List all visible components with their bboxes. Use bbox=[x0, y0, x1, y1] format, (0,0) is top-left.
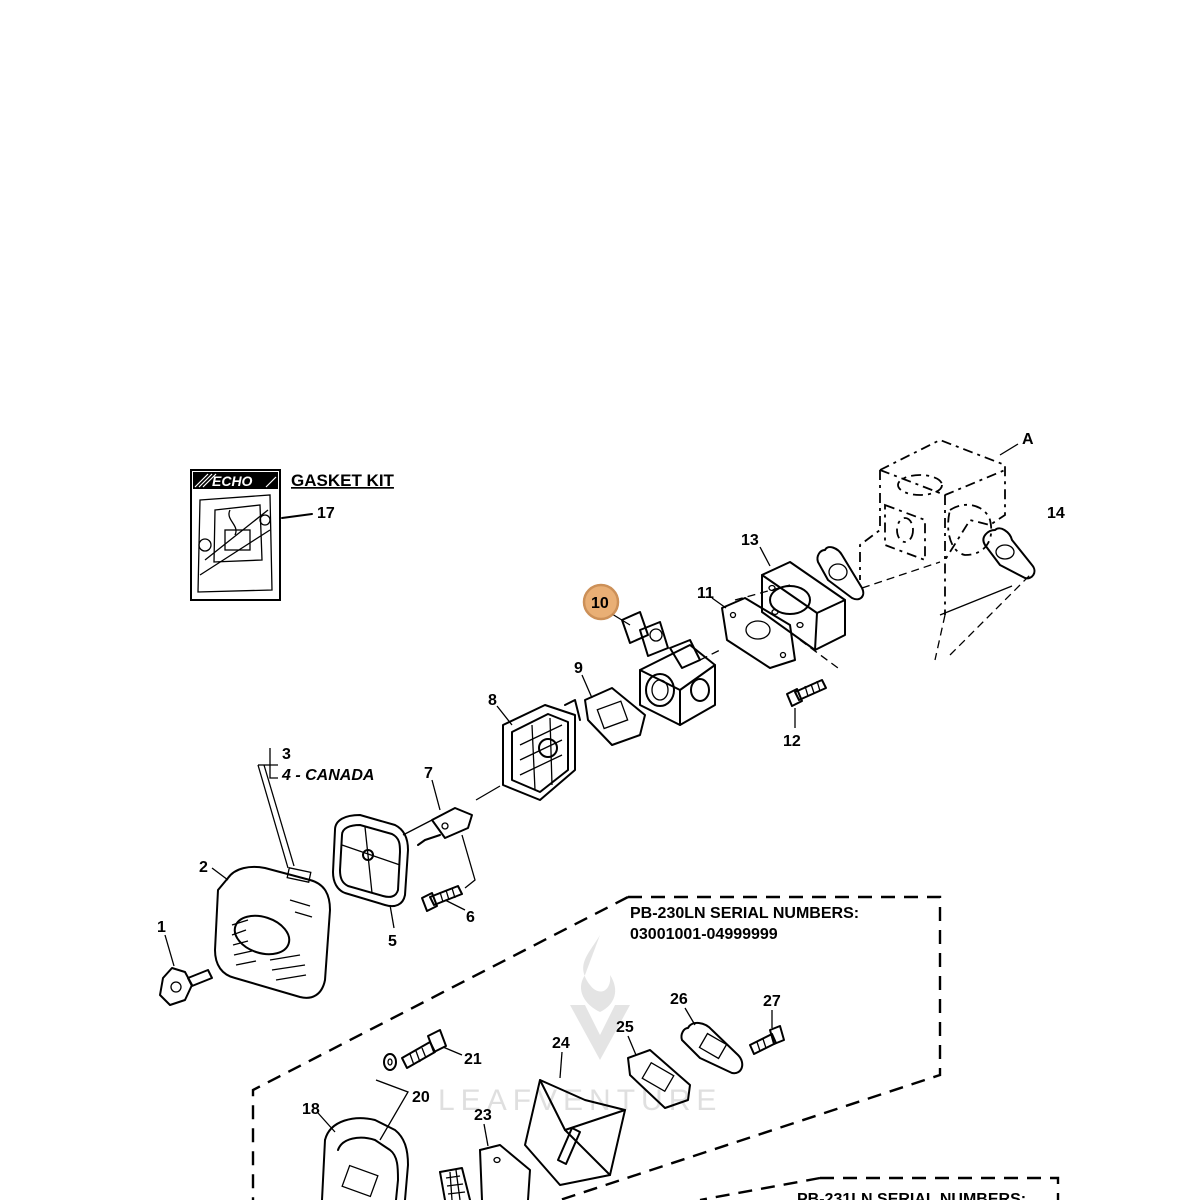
highlight-marker-10[interactable]: 10 bbox=[582, 583, 620, 621]
alignment-lines bbox=[699, 561, 1031, 669]
washer-20[interactable] bbox=[383, 1053, 397, 1071]
leader-7 bbox=[431, 779, 441, 811]
muffler-gasket-14[interactable] bbox=[982, 527, 1036, 580]
muffler-13[interactable] bbox=[761, 561, 846, 651]
bolt-21[interactable] bbox=[401, 1029, 447, 1069]
leader-10 bbox=[611, 613, 631, 626]
gasket-26[interactable] bbox=[680, 1022, 744, 1075]
leader-9 bbox=[581, 674, 593, 699]
label-7[interactable]: 7 bbox=[424, 765, 433, 782]
knob-1[interactable] bbox=[159, 967, 213, 1006]
label-1[interactable]: 1 bbox=[157, 919, 166, 936]
bolt-12[interactable] bbox=[786, 679, 827, 707]
label-4-canada[interactable]: 4 - CANADA bbox=[281, 767, 374, 784]
spark-arrestor-screen[interactable] bbox=[439, 1167, 471, 1200]
insulator-gasket-9[interactable] bbox=[584, 687, 646, 746]
label-3[interactable]: 3 bbox=[282, 746, 291, 763]
air-cleaner-case-8[interactable] bbox=[502, 699, 581, 801]
gasket-kit-contents-icon bbox=[197, 494, 273, 593]
air-filter-element-5[interactable] bbox=[332, 814, 409, 908]
gasket-kit-box[interactable]: ECHO bbox=[190, 469, 281, 601]
leader-5 bbox=[389, 904, 395, 929]
label-12[interactable]: 12 bbox=[783, 733, 801, 750]
label-23[interactable]: 23 bbox=[474, 1107, 492, 1124]
leader-20 bbox=[375, 1079, 409, 1141]
gasket-25[interactable] bbox=[627, 1049, 691, 1109]
leader-26 bbox=[684, 1007, 696, 1026]
leader-6 bbox=[444, 899, 466, 911]
label-8[interactable]: 8 bbox=[488, 692, 497, 709]
label-18[interactable]: 18 bbox=[302, 1101, 320, 1118]
leader-18 bbox=[317, 1112, 336, 1133]
label-a[interactable]: A bbox=[1022, 431, 1034, 448]
label-20[interactable]: 20 bbox=[412, 1089, 430, 1106]
label-25[interactable]: 25 bbox=[616, 1019, 634, 1036]
label-10: 10 bbox=[591, 595, 609, 612]
leader-25 bbox=[627, 1035, 637, 1056]
serial-box-1-line1: PB-230LN SERIAL NUMBERS: bbox=[630, 905, 859, 922]
carburetor-10[interactable] bbox=[621, 611, 716, 726]
leader-17 bbox=[281, 513, 313, 519]
muffler-18[interactable] bbox=[321, 1117, 409, 1200]
bolt-27[interactable] bbox=[749, 1025, 785, 1055]
leader-23 bbox=[483, 1123, 489, 1147]
label-5[interactable]: 5 bbox=[388, 933, 397, 950]
leader-13 bbox=[759, 546, 771, 567]
label-17[interactable]: 17 bbox=[317, 505, 335, 522]
leader-8 bbox=[496, 705, 513, 726]
leader-21 bbox=[442, 1046, 463, 1056]
gasket-23[interactable] bbox=[479, 1144, 531, 1200]
gasket-kit-title: GASKET KIT bbox=[291, 471, 395, 490]
air-cleaner-cover-2[interactable] bbox=[214, 865, 331, 999]
heat-shield-24[interactable] bbox=[524, 1079, 626, 1186]
watermark-text: LEAFVENTURE bbox=[438, 1084, 722, 1117]
engine-cover-a[interactable] bbox=[859, 439, 1006, 615]
label-11[interactable]: 11 bbox=[697, 585, 714, 602]
label-24[interactable]: 24 bbox=[552, 1035, 570, 1052]
bracket-3-4 bbox=[269, 748, 278, 766]
label-6[interactable]: 6 bbox=[466, 909, 475, 926]
label-26[interactable]: 26 bbox=[670, 991, 688, 1008]
leader-2 bbox=[211, 867, 229, 881]
serial-box-2-border bbox=[820, 1176, 1060, 1200]
echo-logo: ECHO bbox=[212, 473, 253, 489]
label-21[interactable]: 21 bbox=[464, 1051, 482, 1068]
leader-a bbox=[999, 443, 1019, 456]
serial-box-1-border-left bbox=[251, 895, 629, 1200]
leader-24 bbox=[559, 1051, 563, 1079]
leader-11 bbox=[711, 597, 727, 609]
label-14[interactable]: 14 bbox=[1047, 505, 1065, 522]
label-27[interactable]: 27 bbox=[763, 993, 781, 1010]
label-2[interactable]: 2 bbox=[199, 859, 208, 876]
leader-3-4 bbox=[257, 764, 289, 869]
carburetor-gasket-11[interactable] bbox=[721, 597, 796, 669]
bolt-6[interactable] bbox=[421, 885, 463, 912]
leader-1 bbox=[164, 934, 175, 967]
watermark: LEAFVENTURE bbox=[438, 935, 722, 1117]
label-sticker-3[interactable] bbox=[286, 867, 312, 883]
serial-box-2-line1: PB-231LN SERIAL NUMBERS: bbox=[797, 1191, 1026, 1200]
label-9[interactable]: 9 bbox=[574, 660, 583, 677]
label-13[interactable]: 13 bbox=[741, 532, 759, 549]
bracket-7[interactable] bbox=[417, 807, 473, 846]
serial-box-1-line2: 03001001-04999999 bbox=[630, 926, 778, 943]
muffler-gasket[interactable] bbox=[816, 546, 865, 601]
serial-box-1-border-right bbox=[559, 895, 942, 1200]
